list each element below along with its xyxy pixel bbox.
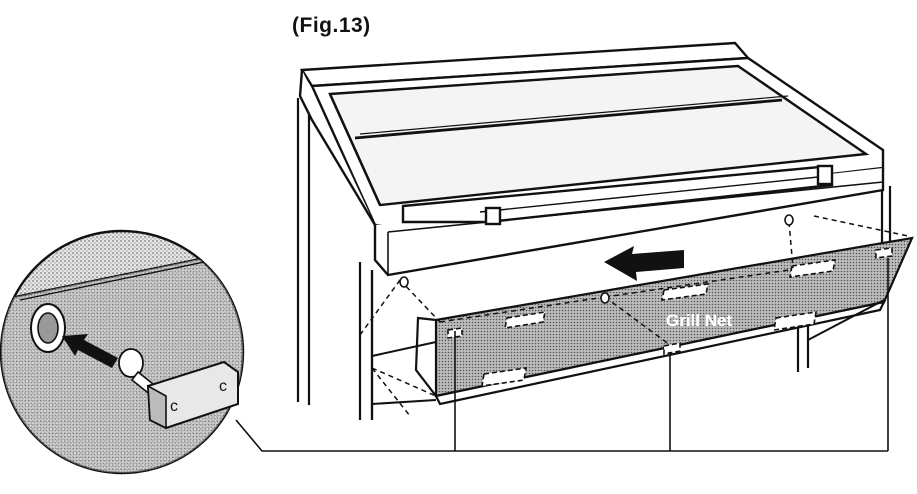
svg-text:c: c <box>170 398 178 415</box>
figure-title: (Fig.13) <box>292 14 371 37</box>
svg-text:c: c <box>219 378 227 395</box>
callout-leader <box>235 258 889 452</box>
grill-net-label: Grill Net <box>666 311 733 330</box>
push-direction-arrow-icon <box>604 246 684 281</box>
insert-arrow-icon <box>62 334 118 368</box>
detail-magnifier: c c <box>0 229 245 475</box>
grill-net-panel <box>359 214 914 417</box>
lower-frame <box>371 299 885 405</box>
cabinet-lid <box>298 41 885 277</box>
cabinet-body <box>296 98 892 420</box>
